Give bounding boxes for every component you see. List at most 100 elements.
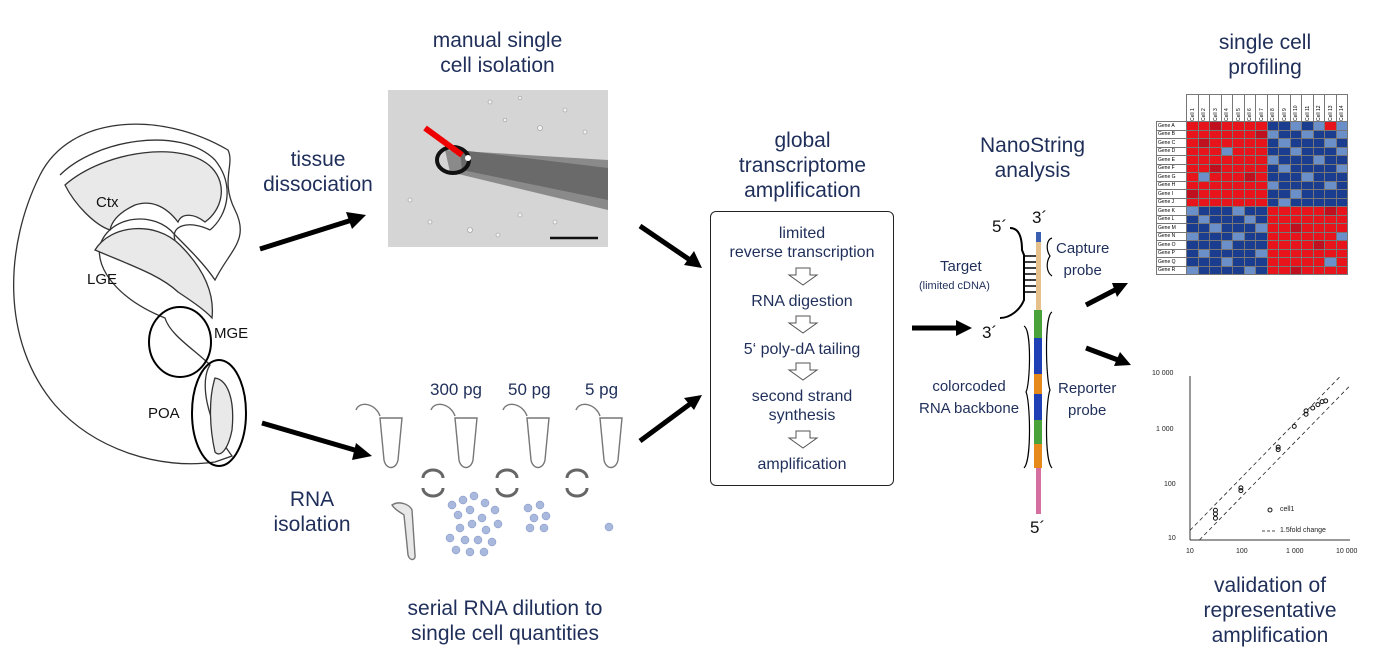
heatmap-cell: [1209, 121, 1222, 131]
heatmap-cell: [1301, 231, 1314, 241]
heatmap-cell: [1289, 129, 1302, 139]
heatmap-col-label: Cell 1: [1186, 94, 1198, 122]
rna-dots: [445, 491, 614, 557]
step-second-strand: second strand synthesis: [751, 388, 853, 424]
heatmap-cell: [1186, 206, 1199, 216]
heatmap-cell: [1301, 138, 1314, 148]
heatmap-cell: [1232, 214, 1245, 224]
data-point: [1303, 411, 1309, 417]
heatmap-cell: [1197, 214, 1210, 224]
heatmap-row-label: Gene G: [1156, 172, 1187, 182]
heatmap-cell: [1220, 257, 1233, 267]
heatmap-col-label: Cell 6: [1244, 94, 1256, 122]
step-amplification: amplification: [757, 456, 847, 473]
dilution-graphic: [355, 403, 623, 561]
heatmap-cell: [1266, 231, 1279, 241]
heatmap-cell: [1197, 146, 1210, 156]
nanostring-probe: [999, 227, 1053, 514]
heatmap-cell: [1243, 231, 1256, 241]
data-point: [1275, 444, 1281, 450]
heatmap-cell: [1324, 121, 1337, 131]
heatmap-cell: [1335, 265, 1348, 275]
heatmap-cell: [1186, 257, 1199, 267]
heatmap-cell: [1301, 163, 1314, 173]
heatmap-cell: [1312, 180, 1325, 190]
heatmap-cell: [1186, 265, 1199, 275]
heatmap-col-label: Cell 4: [1221, 94, 1233, 122]
heatmap-row-label: Gene P: [1156, 248, 1187, 258]
heatmap-col-label: Cell 9: [1278, 94, 1290, 122]
heatmap-cell: [1312, 189, 1325, 199]
fold-line-upper: [1189, 375, 1341, 531]
heatmap-cell: [1209, 206, 1222, 216]
probe-3prime-bottom: 3´: [982, 323, 998, 342]
validation-title: validation of representative amplificati…: [1203, 574, 1337, 647]
data-point: [1238, 488, 1244, 494]
heatmap-cell: [1289, 138, 1302, 148]
y-tick-100: 100: [1164, 481, 1176, 488]
heatmap-cell: [1255, 248, 1268, 258]
heatmap-cell: [1324, 265, 1337, 275]
reporter-brace: [1045, 311, 1053, 469]
heatmap-cell: [1335, 189, 1348, 199]
heatmap-row-label: Gene N: [1156, 231, 1187, 241]
heatmap-cell: [1289, 206, 1302, 216]
heatmap-cell: [1312, 248, 1325, 258]
heatmap-cell: [1243, 206, 1256, 216]
rna-isolation-label: RNA isolation: [273, 488, 351, 536]
heatmap-cell: [1312, 223, 1325, 233]
heatmap-cell: [1186, 214, 1199, 224]
target-label: Target: [940, 258, 982, 275]
heatmap-cell: [1324, 206, 1337, 216]
heatmap-cell: [1266, 172, 1279, 182]
heatmap-cell: [1186, 231, 1199, 241]
heatmap-cell: [1301, 121, 1314, 131]
heatmap-cell: [1324, 189, 1337, 199]
heatmap-row-label: Gene D: [1156, 146, 1187, 156]
heatmap-cell: [1278, 138, 1291, 148]
step-polya-tailing: 5‘ poly-dA tailing: [743, 341, 861, 358]
heatmap-cell: [1232, 231, 1245, 241]
microscopy-image: [388, 90, 608, 247]
heatmap-cell: [1266, 223, 1279, 233]
rna-strand: [391, 502, 416, 561]
heatmap-cell: [1312, 206, 1325, 216]
legend-point-symbol: [1267, 507, 1273, 513]
heatmap-cell: [1335, 257, 1348, 267]
heatmap-cell: [1301, 248, 1314, 258]
heatmap-cell: [1255, 257, 1268, 267]
heatmap-cell: [1255, 180, 1268, 190]
heatmap-cell: [1289, 155, 1302, 165]
heatmap-col-label: Cell 13: [1324, 94, 1336, 122]
tissue-dissociation-label: tissue dissociation: [263, 148, 373, 196]
target-strand: [999, 227, 1025, 319]
heatmap-cell: [1266, 163, 1279, 173]
heatmap-cell: [1312, 138, 1325, 148]
heatmap-cell: [1220, 248, 1233, 258]
heatmap-row-label: Gene K: [1156, 206, 1187, 216]
heatmap-cell: [1301, 257, 1314, 267]
heatmap-cell: [1266, 129, 1279, 139]
manual-isolation-title: manual single cell isolation: [432, 29, 563, 77]
x-tick-10: 10: [1186, 548, 1194, 555]
heatmap-cell: [1220, 189, 1233, 199]
heatmap-cell: [1209, 257, 1222, 267]
heatmap-col-label: Cell 14: [1336, 94, 1348, 122]
heatmap-cell: [1324, 223, 1337, 233]
heatmap-cell: [1186, 248, 1199, 258]
heatmap-row-label: Gene O: [1156, 240, 1187, 250]
heatmap-cell: [1209, 163, 1222, 173]
heatmap-cell: [1335, 146, 1348, 156]
lge-layer: [94, 227, 214, 320]
heatmap-cell: [1301, 206, 1314, 216]
heatmap-cell: [1312, 155, 1325, 165]
heatmap-cell: [1232, 206, 1245, 216]
heatmap-cell: [1232, 223, 1245, 233]
heatmap-cell: [1209, 231, 1222, 241]
heatmap-cell: [1220, 129, 1233, 139]
heatmap-cell: [1335, 172, 1348, 182]
heatmap-cell: [1209, 223, 1222, 233]
heatmap-cell: [1232, 180, 1245, 190]
heatmap-cell: [1197, 197, 1210, 207]
